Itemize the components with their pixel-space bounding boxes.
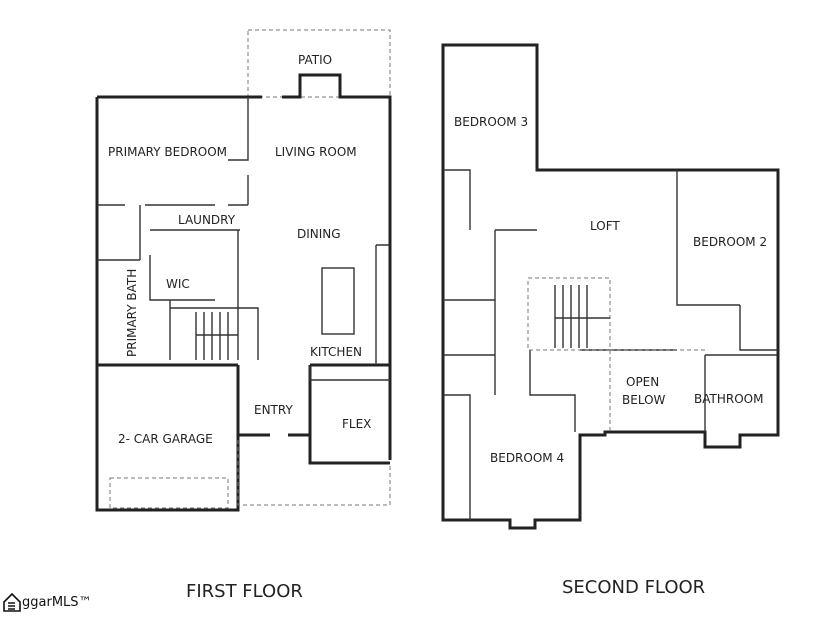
label-below: BELOW — [622, 393, 666, 407]
second-floor-walls — [441, 43, 780, 530]
stairs — [554, 285, 610, 348]
label-bedroom4: BEDROOM 4 — [490, 451, 564, 465]
first-floor-plan: PATIO PRIMARY BEDROOM LIVING ROOM LAUNDR… — [95, 29, 392, 602]
stairs — [195, 312, 238, 360]
label-flex: FLEX — [342, 417, 371, 431]
stair-opening — [527, 277, 611, 351]
label-living-room: LIVING ROOM — [275, 145, 357, 159]
first-floor-walls — [95, 73, 392, 512]
first-floor-title: FIRST FLOOR — [186, 581, 303, 602]
label-wic: WIC — [166, 277, 190, 291]
label-bedroom3: BEDROOM 3 — [454, 115, 528, 129]
second-floor-interior-walls — [443, 169, 778, 520]
first-floor-interior-walls — [97, 97, 259, 360]
kitchen-counter — [309, 244, 390, 381]
label-primary-bedroom: PRIMARY BEDROOM — [108, 145, 227, 159]
label-open: OPEN — [626, 375, 659, 389]
label-laundry: LAUNDRY — [178, 213, 236, 227]
label-bedroom2: BEDROOM 2 — [693, 235, 767, 249]
label-kitchen: KITCHEN — [310, 345, 362, 359]
house-icon — [3, 592, 21, 612]
label-loft: LOFT — [590, 219, 620, 233]
label-primary-bath: PRIMARY BATH — [125, 269, 139, 357]
logo-text: ggarMLS™ — [22, 594, 92, 610]
label-entry: ENTRY — [254, 403, 293, 417]
label-dining: DINING — [297, 227, 341, 241]
porch-outline — [237, 440, 391, 506]
second-floor-title: SECOND FLOOR — [562, 577, 705, 598]
mls-logo: ggarMLS™ — [2, 592, 92, 612]
kitchen-island — [321, 267, 355, 335]
open-below-outline — [609, 349, 705, 432]
garage-door — [109, 477, 229, 509]
label-garage: 2- CAR GARAGE — [118, 432, 213, 446]
label-patio: PATIO — [298, 53, 332, 67]
label-bathroom: BATHROOM — [694, 392, 763, 406]
second-floor-plan: BEDROOM 3 LOFT BEDROOM 2 OPEN BELOW BATH… — [441, 43, 780, 598]
patio-outline — [247, 29, 391, 98]
